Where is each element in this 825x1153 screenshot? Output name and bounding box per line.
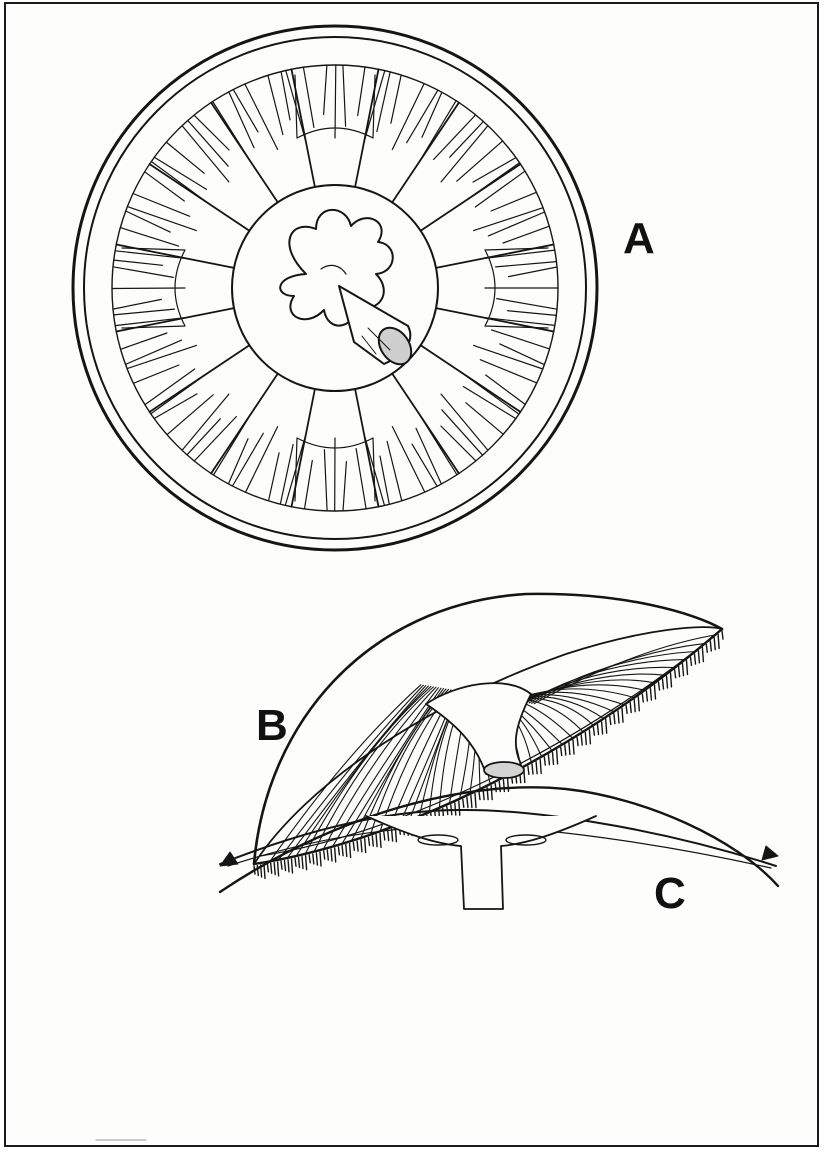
label-figure-a: A	[623, 217, 655, 261]
figure-a-oral-view	[73, 26, 597, 550]
figure-plate: A B C	[4, 2, 819, 1147]
b-manubrium	[426, 683, 531, 778]
label-figure-b: B	[256, 704, 288, 748]
label-figure-c: C	[654, 872, 686, 916]
